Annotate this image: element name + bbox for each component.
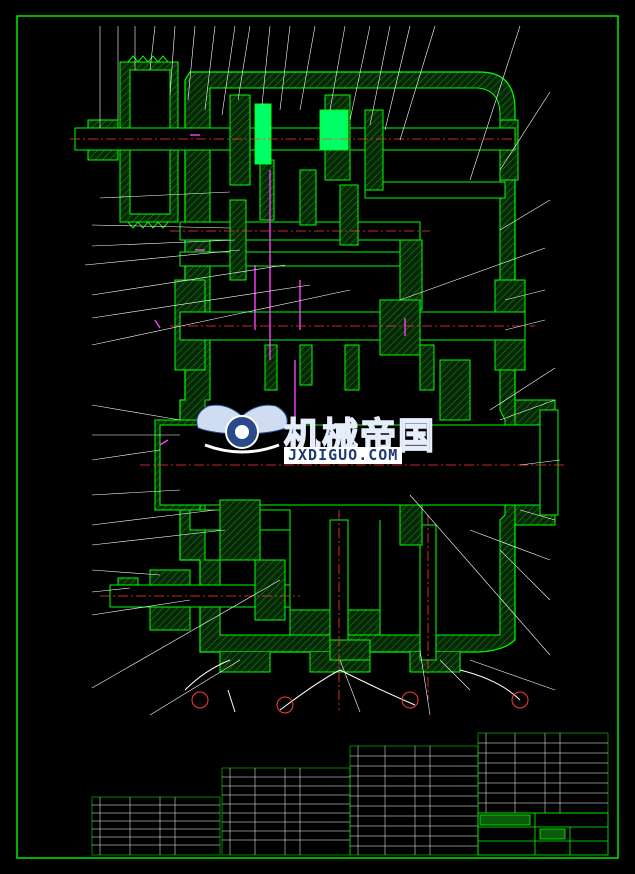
handwheels bbox=[184, 659, 529, 714]
parts-list-table-1 bbox=[91, 796, 221, 856]
watermark: 机械帝国 JXDIGUO.COM bbox=[196, 403, 476, 473]
title-block bbox=[477, 812, 609, 856]
shaft-core-marks bbox=[154, 134, 406, 446]
gear-set bbox=[219, 94, 471, 661]
parts-list-table-3 bbox=[349, 745, 479, 856]
left-leader-lines bbox=[84, 191, 351, 716]
parts-list-table-4 bbox=[477, 732, 609, 814]
highlighted-gears bbox=[254, 103, 349, 165]
watermark-site-text: JXDIGUO.COM bbox=[284, 447, 403, 464]
sheet-frame bbox=[16, 15, 619, 859]
centerlines bbox=[70, 138, 565, 710]
right-leader-lines bbox=[339, 91, 561, 716]
top-leader-lines bbox=[99, 25, 521, 181]
watermark-logo bbox=[196, 404, 288, 454]
parts-list-table-2 bbox=[221, 767, 351, 856]
